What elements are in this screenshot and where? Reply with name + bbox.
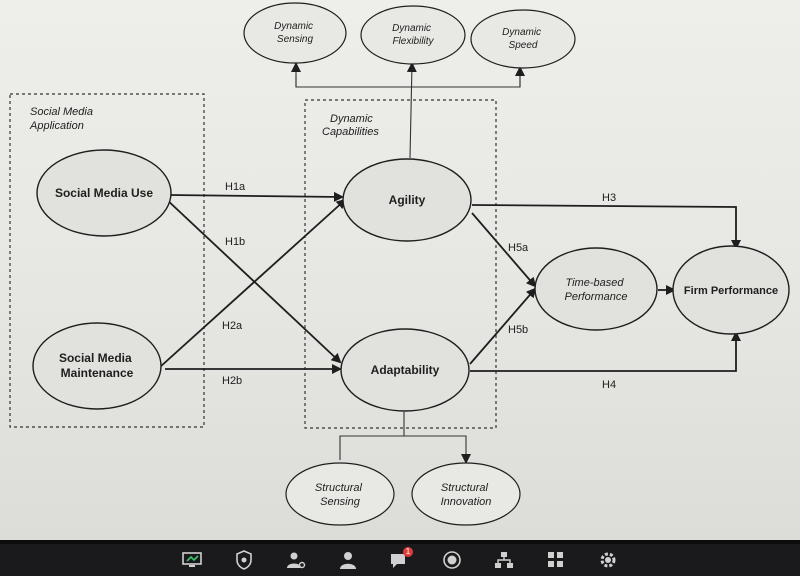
h5b-label: H5b (508, 324, 528, 336)
dynamic-sensing-label: Dynamic Sensing (274, 21, 316, 45)
social-media-use-node (36, 149, 172, 237)
network-icon[interactable] (489, 547, 519, 573)
adaptability-label: Adaptability (371, 363, 440, 377)
edge-h4 (470, 331, 741, 372)
firm-performance-label: Firm Performance (684, 285, 778, 297)
firm-performance-node (672, 245, 790, 335)
time-based-performance-node (534, 247, 658, 331)
agility-node (342, 158, 472, 242)
dynamic-flexibility-node (360, 5, 466, 65)
h1b-label: H1b (225, 236, 245, 248)
screen: Social Media Application Dynamic Capabil… (0, 0, 800, 540)
agility-label: Agility (389, 193, 426, 207)
structural-sensing-node (285, 462, 395, 526)
h2a-label: H2a (222, 320, 243, 332)
dynamic-flexibility-label: Dynamic Flexibility (392, 23, 434, 47)
social-media-maintenance-node (32, 322, 162, 410)
structural-innovation-node (411, 462, 521, 526)
dynamic-dimensions-bracket (295, 76, 521, 88)
adaptability-node (340, 328, 470, 412)
research-model-diagram: Social Media Application Dynamic Capabil… (9, 2, 790, 526)
edge-h1a (169, 191, 344, 202)
chat-badge: 1 (403, 547, 413, 557)
h1a-label: H1a (225, 181, 246, 193)
apps-icon[interactable] (541, 547, 571, 573)
social-media-application-label: Social Media Application (29, 106, 96, 132)
dynamic-capabilities-box (304, 99, 497, 429)
shield-icon[interactable] (229, 547, 259, 573)
edge-h3 (471, 204, 741, 250)
taskbar: 1 (0, 540, 800, 576)
time-based-performance-label: Time-based Performance (565, 277, 628, 303)
h4-label: H4 (602, 379, 616, 391)
dynamic-speed-label: Dynamic Speed (502, 27, 544, 51)
agility-to-flexibility-connector (406, 62, 417, 159)
edge-h2a (159, 198, 347, 368)
gear-icon[interactable] (593, 547, 623, 573)
social-media-application-box (9, 93, 205, 428)
record-icon[interactable] (437, 547, 467, 573)
dynamic-speed-node (470, 9, 576, 69)
dynamic-capabilities-label: Dynamic Capabilities (322, 113, 379, 138)
dynamic-sensing-node (243, 2, 347, 64)
person-settings-icon[interactable] (281, 547, 311, 573)
person-icon[interactable] (333, 547, 363, 573)
structural-innovation-label: Structural Innovation (441, 482, 492, 508)
edge-h5a (471, 212, 537, 288)
h3-label: H3 (602, 192, 616, 204)
structural-dimensions-bracket (339, 435, 471, 464)
social-media-maintenance-label: Social Media Maintenance (59, 351, 135, 380)
edge-h5b (469, 287, 537, 365)
monitor-icon[interactable] (177, 547, 207, 573)
chat-icon[interactable]: 1 (385, 547, 415, 573)
social-media-use-label: Social Media Use (55, 186, 153, 200)
h2b-label: H2b (222, 375, 242, 387)
h5a-label: H5a (508, 242, 529, 254)
structural-sensing-label: Structural Sensing (315, 482, 365, 508)
edge-h1b (164, 197, 342, 364)
